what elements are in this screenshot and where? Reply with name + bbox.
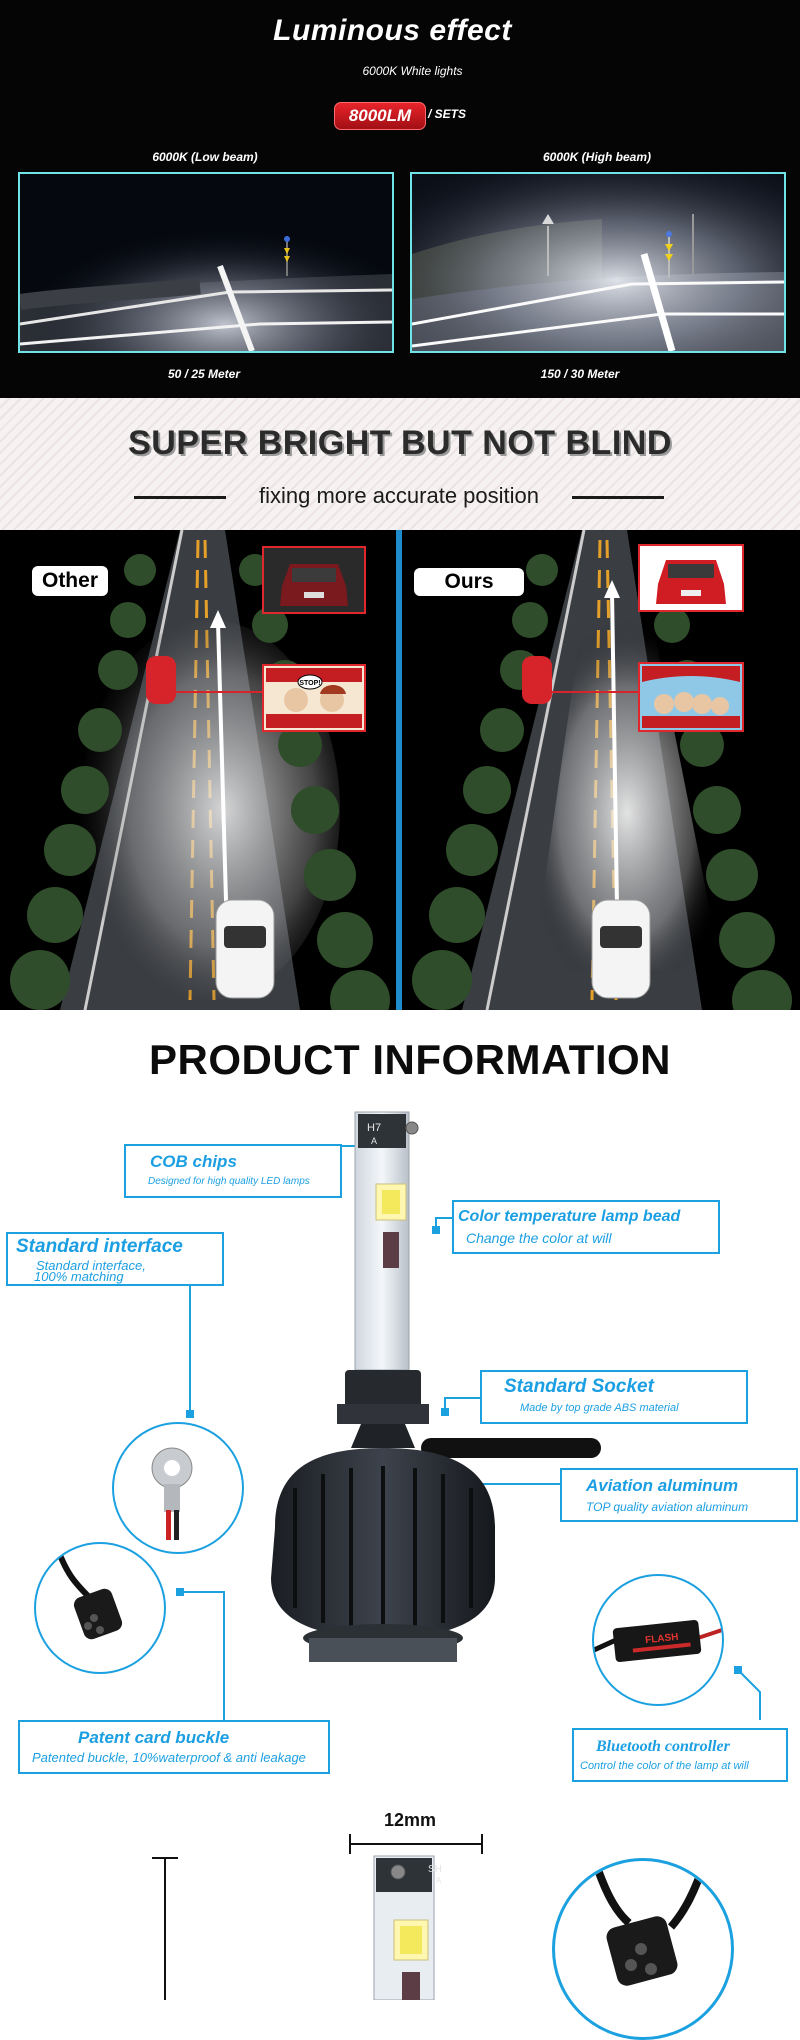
low-beam-label: 6000K (Low beam) xyxy=(152,150,258,164)
patent-buckle-title: Patent card buckle xyxy=(78,1728,230,1747)
other-rear-car-inset xyxy=(262,546,366,614)
bulb-model-label: H7 xyxy=(367,1122,382,1134)
ours-road-illustration xyxy=(402,530,800,1010)
high-beam-meter: 150 / 30 Meter xyxy=(540,367,620,381)
bluetooth-controller-callout: Bluetooth controller Control the color o… xyxy=(572,1728,788,1782)
bluetooth-controller-sub: Control the color of the lamp at will xyxy=(580,1760,749,1772)
standard-interface-callout: Standard interface Standard interface, 1… xyxy=(6,1232,224,1286)
other-blinded-driver-inset: STOP! xyxy=(262,664,366,732)
plug-detail-circle xyxy=(552,1858,734,2040)
ours-happy-family-inset xyxy=(638,662,744,732)
width-dimension-label: 12mm xyxy=(384,1810,437,1830)
standard-socket-callout: Standard Socket Made by top grade ABS ma… xyxy=(480,1370,748,1424)
subtitle-right-rule xyxy=(572,496,664,499)
aviation-aluminum-title: Aviation aluminum xyxy=(586,1476,739,1495)
aviation-aluminum-sub: TOP quality aviation aluminum xyxy=(586,1500,749,1514)
dimension-drawing xyxy=(152,1834,483,2000)
cob-chips-sub: Designed for high quality LED lamps xyxy=(148,1176,310,1187)
aviation-aluminum-callout: Aviation aluminum TOP quality aviation a… xyxy=(560,1468,798,1522)
comparison-divider xyxy=(396,530,402,1010)
standard-socket-sub: Made by top grade ABS material xyxy=(520,1402,679,1414)
color-temp-sub: Change the color at will xyxy=(466,1230,612,1246)
dimension-bulb-model-sub: A xyxy=(436,1876,442,1885)
luminous-subtitle: 6000K White lights xyxy=(362,64,463,78)
luminous-title: Luminous effect xyxy=(273,14,512,47)
super-bright-section: SUPER BRIGHT BUT NOT BLIND fixing more a… xyxy=(0,398,800,530)
flash-label: FLASH xyxy=(645,1632,679,1646)
connector-terminal-circle xyxy=(112,1422,244,1554)
color-temp-callout: Color temperature lamp bead Change the c… xyxy=(452,1200,720,1254)
patent-buckle-sub: Patented buckle, 10%waterproof & anti le… xyxy=(32,1750,306,1765)
color-temp-title: Color temperature lamp bead xyxy=(458,1208,681,1225)
patent-buckle-callout: Patent card buckle Patented buckle, 10%w… xyxy=(18,1720,330,1774)
product-info-title: PRODUCT INFORMATION xyxy=(148,1036,671,1083)
stop-bubble-text: STOP! xyxy=(299,680,320,687)
cob-chips-title: COB chips xyxy=(150,1152,237,1171)
bluetooth-controller-title: Bluetooth controller xyxy=(596,1738,730,1755)
road-comparison-section: Other STOP! xyxy=(0,530,800,1010)
dimension-bulb-model: SH xyxy=(428,1864,442,1875)
super-bright-title: SUPER BRIGHT BUT NOT BLIND xyxy=(128,424,672,462)
bluetooth-controller-circle: FLASH xyxy=(592,1574,724,1706)
bulb-model-sub: A xyxy=(371,1136,378,1146)
high-beam-label: 6000K (High beam) xyxy=(542,150,652,164)
lumens-sets: / SETS xyxy=(428,107,467,121)
super-bright-subtitle: fixing more accurate position xyxy=(258,483,540,508)
waterproof-plug-circle xyxy=(34,1542,166,1674)
standard-interface-title: Standard interface xyxy=(16,1236,183,1257)
standard-interface-sub1: Standard interface, xyxy=(36,1258,146,1273)
high-beam-photo xyxy=(410,172,786,353)
low-beam-meter: 50 / 25 Meter xyxy=(167,367,241,381)
low-beam-photo xyxy=(18,172,394,353)
luminous-section: Luminous effect 6000K White lights 8000L… xyxy=(0,0,800,398)
other-tag: Other xyxy=(32,566,108,596)
ours-rear-car-inset xyxy=(638,544,744,612)
standard-interface-sub2: 100% matching xyxy=(34,1269,124,1284)
lumens-badge: 8000LM xyxy=(334,102,426,130)
standard-socket-title: Standard Socket xyxy=(504,1376,654,1397)
led-bulb-image xyxy=(271,1111,601,1662)
subtitle-left-rule xyxy=(134,496,226,499)
ours-tag: Ours xyxy=(414,568,524,596)
cob-chips-callout: COB chips Designed for high quality LED … xyxy=(124,1144,342,1198)
